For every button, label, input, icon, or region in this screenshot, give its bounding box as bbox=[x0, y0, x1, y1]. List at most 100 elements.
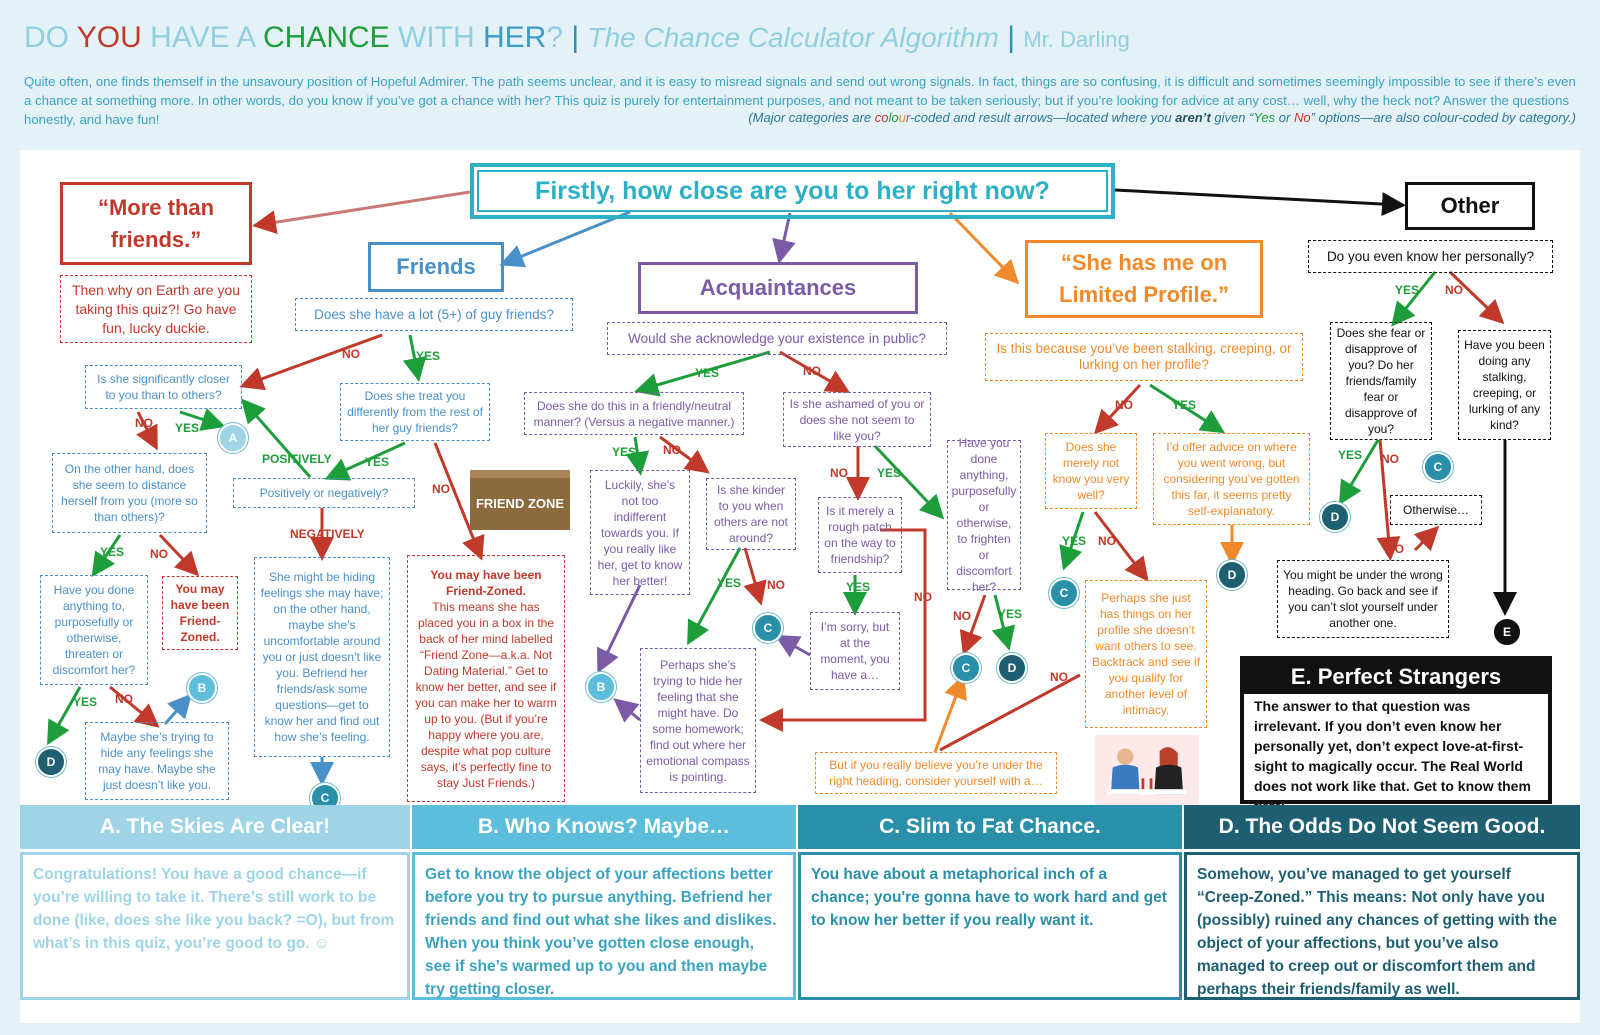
friends-distance-text: On the other hand, does she seem to dist… bbox=[61, 462, 198, 524]
note-part: u bbox=[898, 110, 906, 125]
legend-note: (Major categories are colour-coded and r… bbox=[748, 110, 1576, 125]
friends-closer-text: Is she significantly closer to you than … bbox=[97, 372, 230, 402]
result-d-title: D. The Odds Do Not Seem Good. bbox=[1184, 805, 1580, 849]
result-b-title: B. Who Knows? Maybe… bbox=[412, 805, 796, 849]
acq-friendly-text: Does she do this in a friendly/neutral m… bbox=[533, 398, 735, 429]
note-part: Yes bbox=[1253, 110, 1276, 125]
acq-luckily-result: Luckily, she’s not too indifferent towar… bbox=[590, 470, 690, 595]
friends-treat-text: Does she treat you differently from the … bbox=[347, 389, 483, 435]
acquaintances-label: Acquaintances bbox=[699, 275, 857, 300]
other-stalking-text: Have you been doing any stalking, creepi… bbox=[1464, 338, 1545, 432]
result-circle-c[interactable]: C bbox=[951, 653, 981, 683]
more-than-friends-result: Then why on Earth are you taking this qu… bbox=[60, 275, 252, 343]
acq-stalk-text: Have you done anything, purposefully or … bbox=[951, 436, 1017, 594]
title-separator-2: | bbox=[998, 21, 1024, 54]
label-negatively: NEGATIVELY bbox=[290, 527, 365, 541]
friends-closer-question: Is she significantly closer to you than … bbox=[85, 365, 242, 409]
friends-done-question: Have you done anything to, purposefully … bbox=[40, 575, 148, 685]
acq-ashamed-text: Is she ashamed of you or does she not se… bbox=[789, 396, 925, 443]
note-part: r bbox=[905, 110, 910, 125]
result-e-title: E. Perfect Strangers bbox=[1244, 660, 1548, 694]
more-than-friends-label: “More than friends.” bbox=[97, 194, 215, 252]
other-wrong-heading-text: You might be under the wrong heading. Go… bbox=[1283, 568, 1443, 630]
label-no: NO bbox=[953, 609, 971, 623]
result-c-title: C. Slim to Fat Chance. bbox=[798, 805, 1182, 849]
result-circle-e[interactable]: E bbox=[1492, 617, 1522, 647]
friends-done-text: Have you done anything to, purposefully … bbox=[52, 583, 136, 677]
label-no: NO bbox=[150, 547, 168, 561]
limited-advice-result: I’d offer advice on where you went wrong… bbox=[1153, 433, 1310, 525]
note-part: co bbox=[874, 110, 889, 125]
result-b-body: Get to know the object of your affection… bbox=[412, 852, 796, 1000]
limited-advice-text: I’d offer advice on where you went wrong… bbox=[1163, 440, 1300, 518]
friends-friendzoned-result: You may have been Friend-Zoned.This mean… bbox=[407, 555, 565, 802]
label-no: NO bbox=[1386, 542, 1404, 556]
title-q: ? bbox=[546, 21, 564, 54]
title-you: YOU bbox=[76, 21, 142, 54]
friends-distance-question: On the other hand, does she seem to dist… bbox=[52, 453, 207, 533]
result-circle-a[interactable]: A bbox=[218, 423, 248, 453]
other-fear-text: Does she fear or disapprove of you? Do h… bbox=[1336, 326, 1426, 436]
result-e-box: E. Perfect Strangers The answer to that … bbox=[1240, 656, 1552, 814]
acq-trying-result: Perhaps she’s trying to hide her feeling… bbox=[640, 648, 756, 793]
result-circle-c[interactable]: C bbox=[753, 613, 783, 643]
friendzoned-small-text: You may have been Friend-Zoned. bbox=[170, 582, 230, 644]
acq-sorry-text: I’m sorry, but at the moment, you have a… bbox=[820, 620, 890, 682]
label-no: NO bbox=[135, 416, 153, 430]
result-circle-b[interactable]: B bbox=[586, 672, 616, 702]
acq-stalk-question: Have you done anything, purposefully or … bbox=[947, 436, 1021, 594]
category-other: Other bbox=[1405, 182, 1535, 230]
acq-kinder-text: Is she kinder to you when others are not… bbox=[713, 483, 789, 545]
other-question-1-text: Do you even know her personally? bbox=[1326, 248, 1535, 264]
note-part: ” options—are also colour-coded by categ… bbox=[1310, 110, 1576, 125]
label-no: NO bbox=[767, 578, 785, 592]
acq-ashamed-question: Is she ashamed of you or does she not se… bbox=[783, 392, 931, 447]
label-no: NO bbox=[1115, 398, 1133, 412]
label-yes: YES bbox=[100, 545, 125, 559]
label-no: NO bbox=[342, 347, 360, 361]
result-a-body: Congratulations! You have a good chance—… bbox=[20, 852, 410, 1000]
friend-zone-box: FRIEND ZONE bbox=[470, 470, 570, 530]
result-circle-d[interactable]: D bbox=[1320, 502, 1350, 532]
other-fear-question: Does she fear or disapprove of you? Do h… bbox=[1330, 322, 1432, 440]
friends-maybe-result: Maybe she’s trying to hide any feelings … bbox=[85, 722, 229, 800]
label-yes: YES bbox=[1338, 448, 1363, 462]
other-wrong-heading-result: You might be under the wrong heading. Go… bbox=[1277, 560, 1449, 638]
note-part: -coded and result arrows—located where y… bbox=[909, 110, 1176, 125]
limited-perhaps-result: Perhaps she just has things on her profi… bbox=[1085, 580, 1207, 728]
result-c-body: You have about a metaphorical inch of a … bbox=[798, 852, 1182, 1000]
acq-rough-text: Is it merely a rough patch on the way to… bbox=[824, 504, 896, 566]
limited-know-text: Does she merely not know you very well? bbox=[1052, 440, 1130, 502]
acq-sorry-result: I’m sorry, but at the moment, you have a… bbox=[810, 612, 900, 690]
page-title: DO YOU HAVE A CHANCE WITH HER? | The Cha… bbox=[24, 18, 1130, 60]
friends-posneg-question: Positively or negatively? bbox=[233, 478, 415, 508]
acq-friendly-question: Does she do this in a friendly/neutral m… bbox=[524, 392, 744, 435]
result-circle-d[interactable]: D bbox=[1217, 560, 1247, 590]
label-no: NO bbox=[803, 364, 821, 378]
result-circle-c[interactable]: C bbox=[1423, 452, 1453, 482]
result-circle-d[interactable]: D bbox=[36, 747, 66, 777]
friends-maybe-text: Maybe she’s trying to hide any feelings … bbox=[98, 730, 216, 792]
result-circle-c[interactable]: C bbox=[1049, 578, 1079, 608]
label-yes: YES bbox=[1395, 283, 1420, 297]
title-with: WITH bbox=[389, 21, 483, 54]
friendzoned-title: You may have been Friend-Zoned. bbox=[430, 567, 542, 598]
label-yes: YES bbox=[695, 366, 720, 380]
title-chance: CHANCE bbox=[262, 21, 390, 54]
result-circle-d[interactable]: D bbox=[997, 653, 1027, 683]
label-yes: YES bbox=[877, 466, 902, 480]
note-part: No bbox=[1293, 110, 1311, 125]
friends-question-1-text: Does she have a lot (5+) of guy friends? bbox=[314, 306, 554, 322]
label-no: NO bbox=[115, 692, 133, 706]
label-yes: YES bbox=[998, 607, 1023, 621]
result-circle-b[interactable]: B bbox=[187, 673, 217, 703]
label-no: NO bbox=[663, 443, 681, 457]
other-otherwise: Otherwise… bbox=[1390, 495, 1482, 525]
category-friends: Friends bbox=[368, 242, 504, 292]
limited-believe-result: But if you really believe you’re under t… bbox=[815, 752, 1057, 794]
label-no: NO bbox=[914, 590, 932, 604]
label-yes: YES bbox=[416, 349, 441, 363]
category-more-than-friends: “More than friends.” bbox=[60, 182, 252, 265]
intro-text: Quite often, one finds themself in the u… bbox=[24, 74, 1576, 127]
